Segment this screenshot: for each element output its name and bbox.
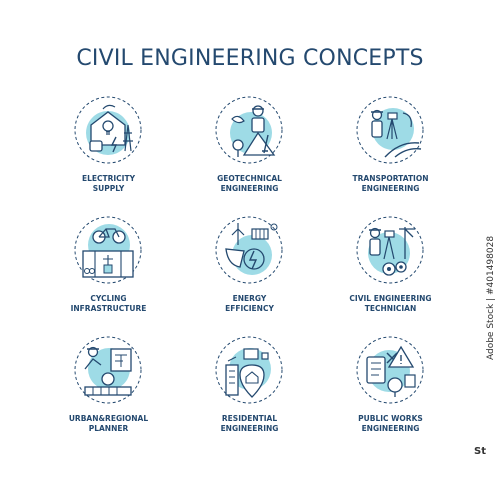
energy-efficiency-icon [215,216,283,284]
concept-label-line1: GEOTECHNICAL [217,174,282,183]
concept-item: CIVIL ENGINEERING TECHNICIAN [320,205,461,325]
concept-item: ELECTRICITY SUPPLY [38,85,179,205]
electricity-supply-icon [74,96,142,164]
concept-label-line1: ENERGY [232,294,267,303]
public-works-engineering-icon [356,336,424,404]
civil-engineering-technician-icon [356,216,424,284]
concept-label-line2: ENGINEERING [361,424,420,433]
concept-item: TRANSPORTATION ENGINEERING [320,85,461,205]
concept-item: ENERGY EFFICIENCY [179,205,320,325]
concept-label-line2: PLANNER [88,424,129,433]
concept-label-line1: CYCLING [90,294,127,303]
concept-item: RESIDENTIAL ENGINEERING [179,325,320,445]
concept-item: GEOTECHNICAL ENGINEERING [179,85,320,205]
concept-label-line2: SUPPLY [92,184,125,193]
concept-label-line2: TECHNICIAN [364,304,417,313]
concept-label-line1: PUBLIC WORKS [358,414,423,423]
page-title: CIVIL ENGINEERING CONCEPTS [76,46,424,71]
concept-label-line2: INFRASTRUCTURE [70,304,147,313]
cycling-infrastructure-icon [74,216,142,284]
concept-label-line2: ENGINEERING [220,424,279,433]
watermark-logo: St [474,446,486,457]
concept-label-line2: EFFICIENCY [225,304,274,313]
concept-item: PUBLIC WORKS ENGINEERING [320,325,461,445]
concept-label-line1: TRANSPORTATION [352,174,429,183]
concept-label-line1: URBAN&REGIONAL [68,414,149,423]
concept-label-line1: RESIDENTIAL [221,414,278,423]
transportation-engineering-icon [356,96,424,164]
watermark-text: Adobe Stock | #401498028 [486,235,496,360]
concept-label-line1: ELECTRICITY [81,174,136,183]
concept-grid: ELECTRICITY SUPPLY GEOTECHNICAL ENGINEER… [38,85,462,445]
urban-regional-planner-icon [74,336,142,404]
concept-label-line1: CIVIL ENGINEERING [349,294,432,303]
geotechnical-engineering-icon [215,96,283,164]
concept-label-line2: ENGINEERING [361,184,420,193]
concept-label-line2: ENGINEERING [220,184,279,193]
concept-item: URBAN&REGIONAL PLANNER [38,325,179,445]
concept-item: CYCLING INFRASTRUCTURE [38,205,179,325]
residential-engineering-icon [215,336,283,404]
